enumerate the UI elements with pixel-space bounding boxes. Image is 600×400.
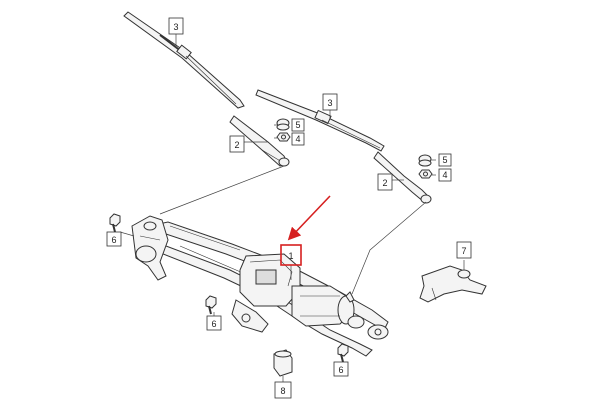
- highlight-box: [280, 244, 302, 266]
- svg-text:6: 6: [111, 235, 116, 245]
- svg-text:7: 7: [461, 246, 466, 256]
- cap-nut-left: [276, 118, 290, 131]
- wiper-blade-right: [255, 89, 385, 152]
- svg-text:8: 8: [280, 386, 285, 396]
- callout-2-right: 2: [377, 173, 393, 191]
- svg-text:6: 6: [338, 365, 343, 375]
- callout-3-right: 3: [322, 93, 338, 111]
- svg-text:4: 4: [442, 170, 447, 180]
- mounting-bracket: [419, 265, 487, 303]
- wiper-motor: [231, 253, 355, 333]
- callout-7: 7: [456, 241, 472, 259]
- cap-nut-right: [418, 154, 432, 167]
- leader-lines: [119, 34, 465, 382]
- rubber-bushing: [273, 349, 293, 377]
- left-pivot-assembly: [131, 215, 169, 281]
- svg-text:5: 5: [442, 155, 447, 165]
- svg-text:3: 3: [173, 22, 178, 32]
- wiper-blade-left: [123, 11, 245, 109]
- callout-8: 8: [274, 381, 292, 399]
- callout-6-center: 6: [206, 315, 222, 331]
- bolt-left: [109, 213, 121, 233]
- callout-2-left: 2: [229, 135, 245, 153]
- hex-nut-right: [418, 169, 433, 179]
- wiper-arm-right: [373, 151, 432, 204]
- highlight-arrow: [287, 195, 331, 241]
- callout-4-left: 4: [291, 132, 305, 146]
- svg-text:4: 4: [295, 134, 300, 144]
- callout-3-left: 3: [168, 17, 184, 35]
- wiper-arm-left: [229, 115, 290, 167]
- svg-text:6: 6: [211, 319, 216, 329]
- callout-5-left: 5: [291, 118, 305, 132]
- bolt-center: [205, 295, 217, 315]
- svg-text:5: 5: [295, 120, 300, 130]
- callout-4-right: 4: [438, 168, 452, 182]
- callout-1: 1: [288, 251, 293, 261]
- hex-nut-left: [276, 132, 291, 142]
- svg-text:3: 3: [327, 98, 332, 108]
- callout-5-right: 5: [438, 153, 452, 167]
- svg-text:2: 2: [234, 140, 239, 150]
- svg-text:1: 1: [288, 251, 293, 261]
- callout-6-left: 6: [106, 231, 122, 247]
- right-pivot-assembly: [345, 291, 389, 340]
- svg-text:2: 2: [382, 178, 387, 188]
- callout-6-right: 6: [333, 361, 349, 377]
- bolt-right: [337, 343, 349, 363]
